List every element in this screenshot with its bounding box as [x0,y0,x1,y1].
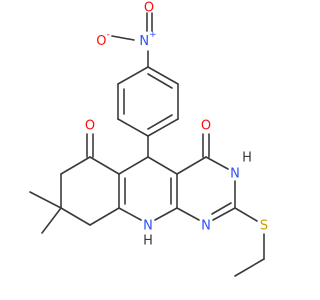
bond-n10-c10a [154,207,178,221]
bond-c4a-c5 [147,156,178,175]
bond-c2-n1-b [211,202,232,215]
bond-c2-s [234,207,258,222]
bond-ph-6 [147,66,179,85]
bond-c8-me1 [29,191,62,209]
bond-ph-4 [147,118,179,137]
bond-c4a-c4 [176,156,207,175]
bond-c5a-c6 [89,156,120,175]
n1-label: N [201,219,211,234]
bond-ph-1 [117,66,149,85]
bond-ph-3 [117,118,149,137]
bond-o-minus-n [111,35,135,41]
nitro-o-minus-label: O- [96,30,109,49]
bond-n1-c10a [176,207,200,221]
n3-h-label: H [242,151,252,166]
bond-ph-inner-3 [147,73,173,89]
bond-c8-c9 [60,207,91,226]
bond-c4-n3 [205,156,229,170]
nh-n-label: N [143,219,153,234]
bond-c8-me2 [41,207,62,234]
bond-c5-c5a [118,156,149,175]
bond-c2-n1-a [212,207,236,221]
bond-c9a-n10 [118,207,142,221]
ketone-o-label: O [85,119,95,134]
molecule-structure-diagram: O- N+ O O O N H N N H S [29,1,268,277]
bond-ch2-ch3 [234,258,265,277]
nitro-n-plus-label: N+ [139,30,156,49]
nh-h-label: H [143,234,153,249]
n3-label: N [230,167,240,182]
bonds [29,12,265,277]
bond-c9-c9a [89,207,120,226]
bond-c6-c7 [60,156,91,175]
sulfur-label: S [260,219,268,234]
nitro-o-label: O [144,1,154,16]
atom-labels: O- N+ O O O N H N N H S [85,1,268,249]
amide-o-label: O [201,119,211,134]
bond-ph-inner-2 [147,114,173,130]
